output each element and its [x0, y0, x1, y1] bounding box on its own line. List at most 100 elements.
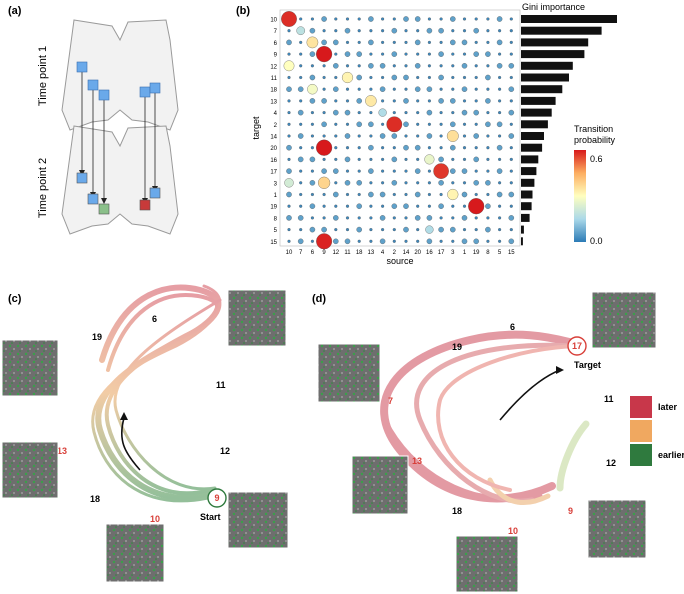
transition-dot-4-to-20	[381, 146, 385, 150]
transition-dot-16-to-17	[427, 169, 431, 173]
transition-dot-9-to-2	[321, 121, 327, 128]
transition-dot-11-to-10	[345, 17, 350, 21]
transition-dot-10-to-2	[287, 122, 291, 126]
transition-dot-8-to-19	[485, 203, 491, 209]
transition-dot-17-to-9	[438, 51, 444, 57]
direction-arrow-head-c	[120, 412, 128, 420]
transition-dot-16-to-3	[427, 181, 431, 185]
node-d-12: 12	[606, 458, 616, 468]
dot-matrix	[281, 11, 515, 250]
transition-dot-8-to-1	[486, 192, 490, 197]
target-tick-6: 6	[274, 41, 278, 47]
transition-dot-15-to-14	[508, 133, 515, 139]
source-tick-18: 18	[356, 250, 363, 256]
source-tick-1: 1	[463, 250, 467, 256]
transition-dot-1-to-11	[462, 75, 467, 80]
transition-dot-20-to-15	[416, 239, 420, 243]
transition-dot-7-to-16	[297, 156, 304, 163]
transition-dot-17-to-18	[439, 87, 443, 91]
transition-dot-20-to-14	[416, 134, 420, 138]
transition-dot-7-to-1	[299, 192, 303, 197]
transition-dot-10-to-5	[287, 228, 291, 232]
source-tick-2: 2	[393, 250, 397, 256]
transition-dot-15-to-16	[509, 157, 513, 161]
transition-dot-17-to-16	[438, 156, 444, 163]
ct-thumb-d-7	[317, 343, 381, 403]
gini-bar-4	[521, 108, 552, 117]
transition-dot-9-to-6	[321, 39, 327, 46]
transition-dot-9-to-18	[322, 87, 326, 91]
y-axis-label: target	[251, 116, 261, 140]
ct-thumb-d-9	[587, 499, 647, 559]
transition-dot-18-to-18	[357, 87, 361, 91]
transition-dot-6-to-5	[309, 226, 316, 233]
transition-dot-17-to-5	[438, 226, 444, 233]
target-tick-5: 5	[274, 228, 278, 234]
transition-dot-4-to-18	[379, 86, 386, 92]
transition-dot-10-to-3	[284, 178, 294, 188]
transition-dot-12-to-13	[334, 99, 338, 103]
transition-dot-9-to-17	[321, 168, 327, 174]
transition-dot-2-to-8	[392, 216, 396, 220]
transition-dot-19-to-3	[473, 180, 479, 186]
transition-dot-8-to-3	[485, 180, 491, 186]
transition-dot-5-to-18	[498, 87, 502, 91]
gini-bar-19	[521, 202, 532, 211]
target-tick-14: 14	[270, 135, 277, 141]
gini-bar-2	[521, 120, 548, 129]
transition-dot-6-to-19	[309, 203, 316, 209]
transition-dot-12-to-20	[334, 146, 338, 150]
panel-a-label: (a)	[8, 5, 22, 17]
transition-dot-12-to-1	[333, 191, 339, 198]
transition-dot-8-to-20	[486, 146, 490, 150]
transition-dot-19-to-17	[474, 169, 478, 173]
transition-dot-6-to-16	[309, 156, 316, 163]
ct-thumb-13	[1, 441, 59, 499]
legend-color-bar	[574, 150, 586, 242]
gini-importance-bars	[521, 15, 617, 246]
transition-dot-15-to-8	[508, 215, 515, 221]
transition-dot-17-to-4	[439, 111, 443, 115]
node-labels-d: 6 19 7 11 13 12 18 10 9	[388, 322, 616, 536]
transition-dot-2-to-18	[392, 87, 396, 91]
transition-dot-7-to-5	[299, 228, 303, 232]
transition-dot-17-to-3	[438, 180, 444, 186]
region-boxes-tp2	[76, 172, 161, 215]
transition-dot-3-to-4	[451, 111, 455, 115]
transition-dot-19-to-20	[474, 146, 478, 150]
transition-dot-19-to-8	[474, 216, 478, 220]
transition-dot-6-to-3	[309, 180, 316, 186]
transition-dot-13-to-15	[369, 239, 373, 243]
transition-dot-19-to-2	[474, 122, 478, 126]
transition-dot-8-to-8	[486, 216, 490, 220]
transition-dot-20-to-8	[414, 215, 421, 221]
transition-dot-12-to-9	[334, 52, 338, 56]
source-tick-6: 6	[311, 250, 315, 256]
legend-min: 0.0	[590, 236, 603, 246]
panel-b-label: (b)	[236, 5, 250, 17]
transition-dot-8-to-13	[485, 98, 491, 104]
transition-dot-2-to-15	[392, 239, 396, 243]
transition-dot-2-to-3	[391, 180, 398, 186]
source-tick-4: 4	[381, 250, 385, 256]
transition-dot-15-to-10	[509, 17, 513, 21]
transition-dot-14-to-2	[403, 121, 409, 128]
node-d-6: 6	[510, 322, 515, 332]
transition-dot-14-to-1	[404, 192, 408, 197]
transition-dot-10-to-14	[287, 134, 291, 138]
transition-dot-13-to-20	[368, 144, 374, 151]
target-label: Target	[574, 360, 601, 370]
transition-dot-13-to-2	[368, 121, 374, 128]
transition-dot-5-to-11	[498, 75, 502, 80]
legend-swatch-earlier	[630, 444, 652, 466]
transition-dot-12-to-6	[333, 39, 339, 46]
transition-dot-12-to-12	[333, 63, 339, 69]
transition-dot-4-to-16	[381, 157, 385, 161]
transition-dot-19-to-9	[473, 51, 479, 57]
transition-dot-4-to-10	[381, 17, 385, 21]
transition-dot-15-to-7	[509, 29, 513, 33]
transition-dot-7-to-4	[297, 109, 304, 116]
transition-dot-18-to-16	[357, 157, 361, 161]
transition-dot-12-to-3	[334, 181, 338, 185]
